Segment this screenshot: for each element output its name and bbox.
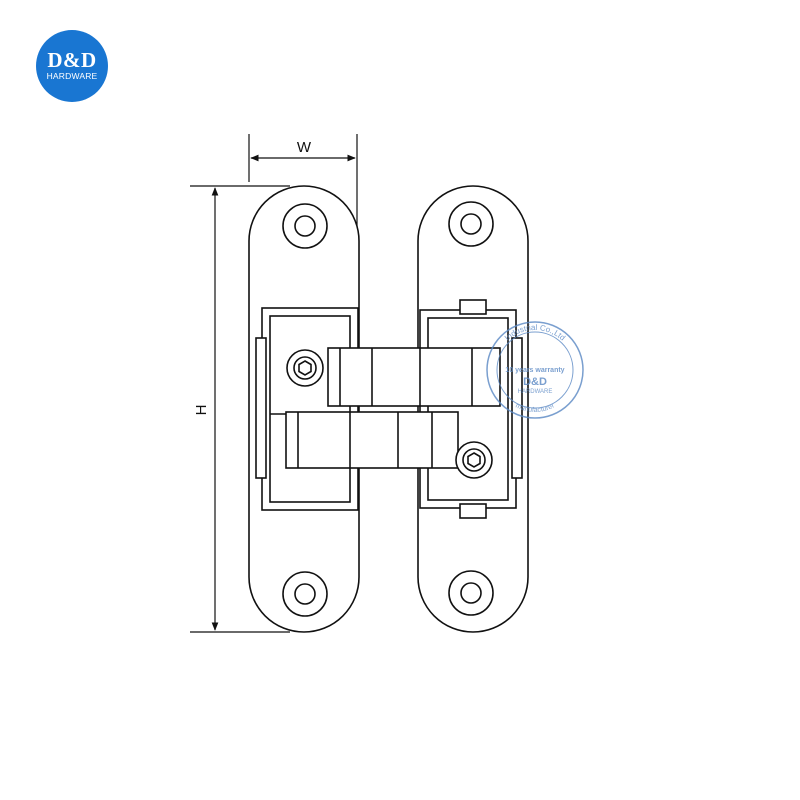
adjustment-screw-upper (286, 349, 324, 387)
logo-brand: D&D (47, 48, 97, 72)
left-bottom-screw-hole-inner (294, 583, 316, 605)
hinge-arms (285, 347, 501, 469)
company-logo: D&D HARDWARE (36, 30, 108, 102)
watermark-arc-bottom: manufacturer (514, 402, 556, 414)
left-top-screw-hole-inner (294, 215, 316, 237)
right-cup-top-tab (459, 299, 487, 315)
watermark-brand: D&D (523, 376, 547, 388)
left-cup-inner (269, 315, 351, 503)
upper-screw-hex-socket-icon (298, 360, 312, 376)
right-cup-frame (419, 309, 517, 509)
left-cup-side-tab (255, 337, 267, 479)
width-label: W (297, 139, 312, 156)
right-top-screw-hole-inner (460, 213, 482, 235)
right-cup-side-tab (511, 337, 523, 479)
left-hinge-leaf (248, 185, 360, 633)
logo-subtitle: HARDWARE (46, 71, 98, 81)
watermark-subtitle: HARDWARE (518, 389, 553, 395)
watermark-outer-ring (486, 321, 584, 419)
adjustment-screw-lower (455, 441, 493, 479)
height-label: H (193, 405, 210, 416)
height-dimension (190, 185, 290, 633)
width-dimension (248, 134, 358, 232)
right-bottom-screw-hole-inner (460, 582, 482, 604)
right-hinge-leaf (417, 185, 529, 633)
watermark-warranty: 10 years warranty (505, 367, 564, 374)
right-cup-bottom-tab (459, 503, 487, 519)
left-cup-frame (261, 307, 359, 511)
lower-arm (285, 411, 459, 469)
lower-screw-hex-socket-icon (467, 452, 481, 468)
upper-arm (327, 347, 501, 407)
watermark-inner-ring (496, 331, 574, 409)
